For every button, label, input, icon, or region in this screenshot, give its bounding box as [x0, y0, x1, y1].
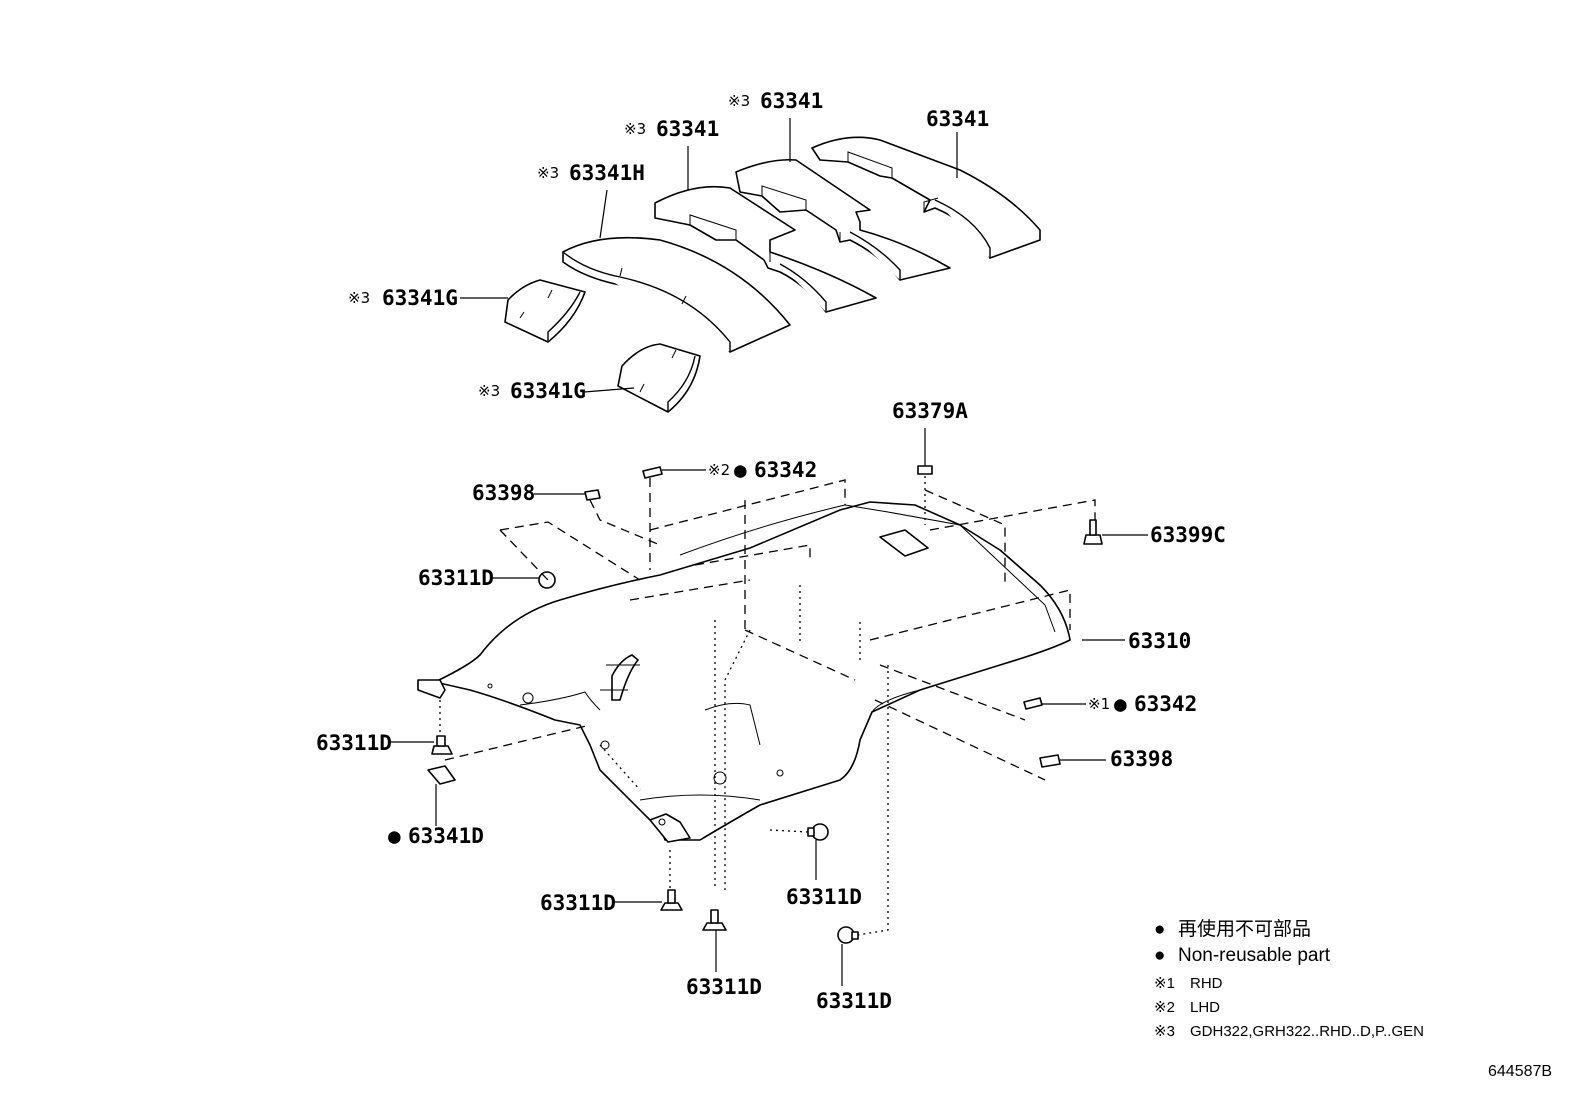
label-63341G-upper: 63341G: [382, 286, 458, 310]
label-63311D-rear-2: 63311D: [686, 975, 762, 999]
legend-bullet-jp: ●: [1154, 919, 1165, 940]
label-63311D-rear-3: 63311D: [786, 885, 862, 909]
absorber-pad-left-lower: [617, 343, 701, 413]
label-63398-right: 63398: [1110, 747, 1173, 771]
headlining: [417, 501, 1071, 843]
legend-note-1-text: RHD: [1190, 975, 1223, 992]
label-mark-63341G-upper: ※3: [348, 289, 370, 307]
label-63341-top-right: 63341: [926, 107, 989, 131]
label-63342-lhd: 63342: [754, 458, 817, 482]
absorber-pad-front: [562, 236, 791, 353]
label-63341H: 63341H: [569, 161, 645, 185]
label-63379A: 63379A: [892, 399, 968, 423]
legend-note-3-text: GDH322,GRH322..RHD..D,P..GEN: [1190, 1023, 1424, 1040]
legend-note-2-text: LHD: [1190, 999, 1220, 1016]
guide-lines: [439, 476, 1096, 936]
legend: ● 再使用不可部品 ● Non-reusable part ※1 RHD ※2 …: [1154, 918, 1424, 1040]
label-63342-rhd: 63342: [1134, 692, 1197, 716]
absorber-pad-mid: [654, 185, 877, 313]
label-mark-63341-mid-right: ※3: [728, 92, 750, 110]
label-mark-63342-rhd: ※1: [1088, 695, 1110, 713]
reference-code: 644587B: [1488, 1063, 1552, 1080]
absorber-pad-mid-right: [735, 158, 951, 281]
legend-note-2-mark: ※2: [1154, 999, 1175, 1016]
absorber-pad-rear: [811, 136, 1041, 259]
label-63311D-rear-1: 63311D: [540, 891, 616, 915]
label-63310: 63310: [1128, 629, 1191, 653]
label-63311D-front-left: 63311D: [418, 566, 494, 590]
legend-note-1-mark: ※1: [1154, 975, 1175, 992]
label-mark-63341-mid: ※3: [624, 120, 646, 138]
legend-bullet-en: ●: [1154, 945, 1165, 966]
leader-lines: [388, 118, 1148, 986]
legend-note-3-mark: ※3: [1154, 1023, 1175, 1040]
label-mark-63341H: ※3: [537, 164, 559, 182]
label-63341-mid-right: 63341: [760, 89, 823, 113]
label-bullet-63341D: ●: [388, 824, 401, 848]
label-63341D: 63341D: [408, 824, 484, 848]
label-mark-63342-lhd: ※2: [708, 461, 730, 479]
absorber-pad-left-upper: [504, 279, 586, 343]
label-mark-63341G-lower: ※3: [478, 382, 500, 400]
clip-icon: [427, 465, 1103, 944]
label-63399C: 63399C: [1150, 523, 1226, 547]
label-63311D-left-mid: 63311D: [316, 731, 392, 755]
label-63398-left: 63398: [472, 481, 535, 505]
label-bullet-63342-lhd: ●: [734, 458, 747, 482]
legend-non-reusable-en: Non-reusable part: [1178, 945, 1331, 966]
label-63341-mid: 63341: [656, 117, 719, 141]
label-bullet-63342-rhd: ●: [1114, 692, 1127, 716]
label-63311D-rear-4: 63311D: [816, 989, 892, 1013]
label-63341G-lower: 63341G: [510, 379, 586, 403]
labels: 63341 ※3 63341 ※3 63341 ※3 63341H ※3 633…: [316, 89, 1226, 1013]
legend-non-reusable-jp: 再使用不可部品: [1178, 918, 1311, 940]
